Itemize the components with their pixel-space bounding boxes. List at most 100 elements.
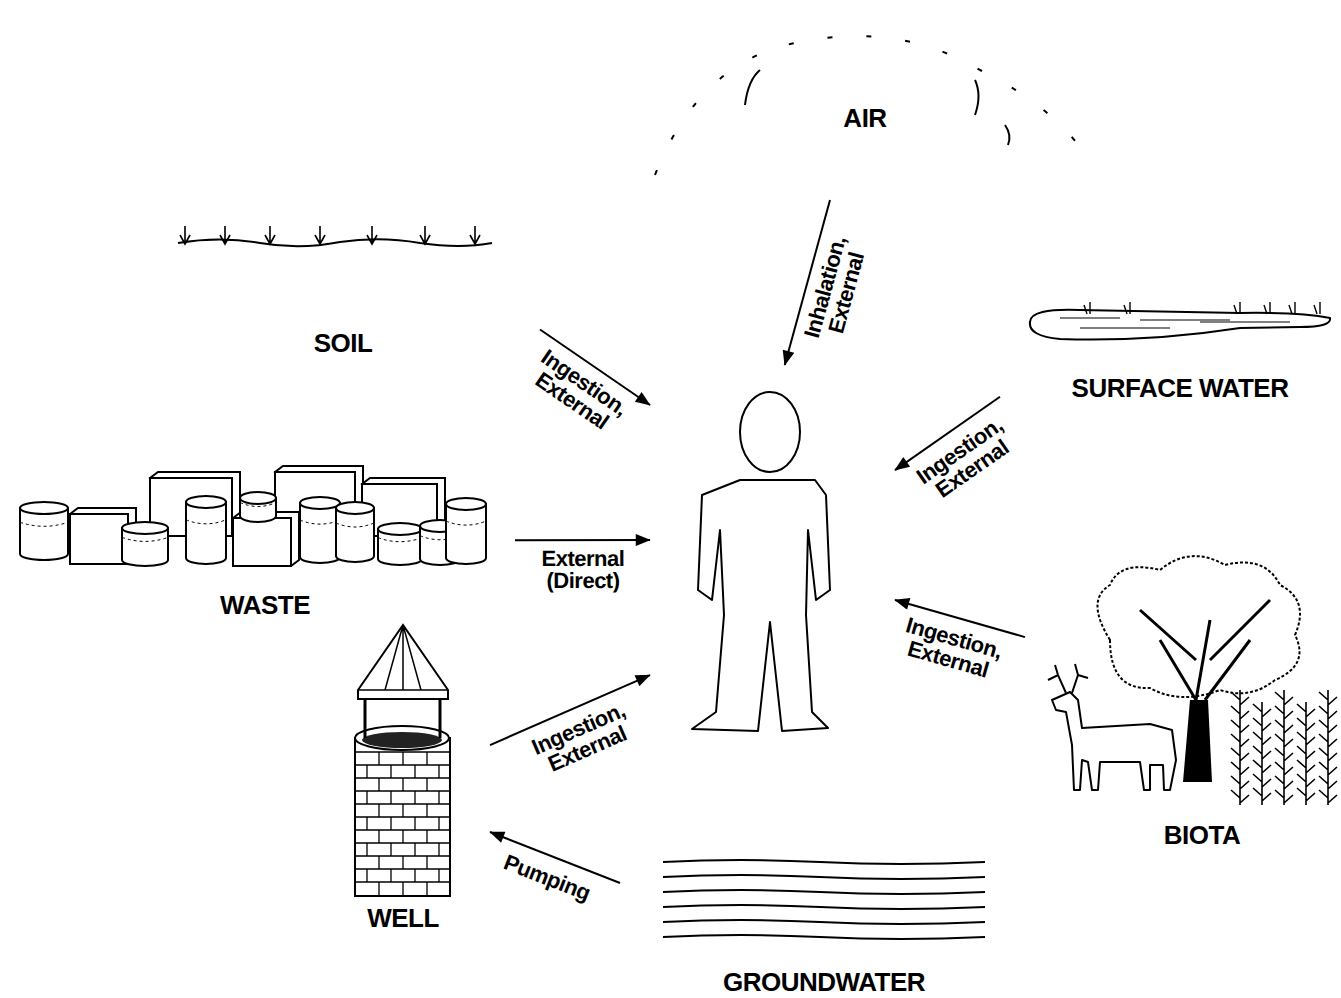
deer-antlers (1048, 664, 1088, 693)
exposure-arrow (895, 600, 1025, 637)
pond-outline (1030, 310, 1330, 340)
pathway-source: AIR (650, 40, 1100, 200)
brick-joint (402, 804, 403, 817)
pond-reed (1264, 302, 1270, 314)
waste-drum-hoop (446, 521, 486, 525)
pathway-label: Ingestion, External (908, 410, 1023, 509)
biota-symbol (1048, 556, 1337, 805)
brick-joint (390, 869, 391, 882)
brick-row (355, 868, 450, 869)
brick-joint (438, 817, 439, 830)
waste-drum-lid (186, 496, 226, 508)
waste-drum (336, 508, 374, 562)
brick-joint (402, 830, 403, 843)
brick-joint (378, 856, 379, 869)
brick-joint (366, 791, 367, 804)
medium-label: WELL (367, 903, 439, 934)
medium-label: SURFACE WATER (1072, 373, 1289, 404)
waste-drum (300, 503, 340, 563)
brick-joint (426, 752, 427, 765)
brick-joint (390, 791, 391, 804)
brick-joint (378, 882, 379, 895)
waste-box (70, 514, 128, 564)
brick-joint (438, 869, 439, 882)
medium-label: GROUNDWATER (723, 967, 925, 998)
waste-drums (20, 466, 486, 566)
medium-label: SOIL (314, 328, 373, 359)
grass-blade (470, 226, 480, 244)
corn-stalk (1319, 690, 1337, 805)
medium-label: WASTE (220, 590, 310, 621)
brick-joint (390, 843, 391, 856)
waste-drum-lid (122, 522, 168, 534)
brick-joint (426, 830, 427, 843)
corn-stalk (1253, 702, 1271, 805)
brick-joint (378, 778, 379, 791)
groundwater-wave (663, 905, 985, 909)
brick-joint (366, 869, 367, 882)
pathway-source: SOIL (170, 215, 540, 360)
brick-joint (366, 765, 367, 778)
grass-blade (420, 226, 430, 244)
exposure-arrow (515, 539, 650, 541)
groundwater-wave (663, 860, 985, 864)
well-bricks (355, 752, 450, 895)
person-figure (692, 392, 830, 731)
waste-drum-lid (300, 497, 340, 509)
pathway-label: Ingestion, External (524, 697, 642, 781)
pond-reed (1314, 302, 1320, 314)
grass-blade (180, 226, 190, 244)
pathway-source: WASTE (10, 465, 515, 625)
brick-row (355, 764, 450, 765)
pond-ripple (1080, 327, 1170, 328)
brick-joint (402, 752, 403, 765)
exposure-arrow (540, 330, 650, 405)
brick-row (355, 842, 450, 843)
pathway-source: BIOTA (1025, 560, 1341, 850)
pathway-source: SURFACE WATER (1000, 300, 1335, 410)
corn-plants (1231, 690, 1337, 805)
waste-drum-hoop (378, 538, 422, 542)
brick-joint (414, 843, 415, 856)
pond-ripple (1060, 317, 1120, 318)
brick-joint (390, 765, 391, 778)
groundwater-wave (663, 890, 985, 894)
waste-drum-hoop (300, 520, 340, 524)
exposure-arrow (895, 397, 1000, 470)
brick-joint (438, 843, 439, 856)
brick-joint (414, 817, 415, 830)
waste-box (233, 518, 291, 566)
waste-drum-hoop (186, 520, 226, 524)
pathway-label: External (Direct) (533, 548, 633, 592)
well-rim (355, 726, 449, 750)
corn-stalk (1297, 702, 1315, 805)
well-opening (362, 732, 442, 748)
brick-joint (402, 778, 403, 791)
well-body (355, 738, 450, 896)
waste-drum (446, 504, 486, 564)
well-roof-lines (358, 625, 448, 690)
exposure-arrow (785, 200, 830, 365)
person-body (692, 480, 830, 731)
well-roof (358, 625, 448, 699)
air-cloud (975, 80, 979, 115)
waste-drum-hoop (20, 522, 68, 526)
well-post (364, 698, 367, 738)
groundwater-wave (663, 920, 985, 924)
waste-drum-hoop (336, 523, 374, 527)
brick-joint (438, 791, 439, 804)
brick-joint (366, 843, 367, 856)
pathway-label: Ingestion, External (892, 613, 1010, 686)
pathway-source: WELL (330, 645, 490, 935)
brick-row (355, 790, 450, 791)
exposure-arrow (490, 675, 650, 745)
groundwater-lines (663, 860, 985, 939)
brick-joint (366, 817, 367, 830)
brick-joint (426, 804, 427, 817)
waste-drum-lid (20, 502, 68, 514)
pond-reed (1234, 302, 1240, 314)
